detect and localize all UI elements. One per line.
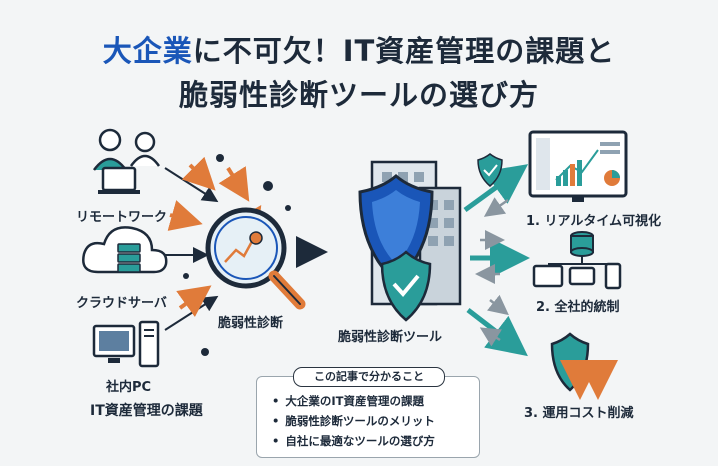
title-rest: に不可欠！IT資産管理の課題と [192, 34, 616, 68]
office-pc-icon [92, 320, 160, 368]
cost-reduction-icon [550, 332, 618, 400]
benefit-arrows [463, 164, 530, 357]
office-pc-label: 社内PC [106, 380, 152, 395]
scan-label: 脆弱性診断 [218, 316, 284, 331]
summary-item: 大企業のIT資産管理の課題 [272, 393, 424, 409]
issues-label: IT資産管理の課題 [90, 403, 203, 419]
page-title-line1: 大企業に不可欠！IT資産管理の課題と [0, 28, 718, 70]
cloud-server-icon [82, 226, 168, 274]
dashboard-monitor-icon [528, 130, 628, 202]
remote-work-label: リモートワーク [76, 210, 168, 225]
remote-work-icon [92, 128, 161, 194]
shield-icon [358, 174, 434, 285]
summary-item: 自社に最適なツールの選び方 [272, 433, 435, 449]
network-devices-icon [532, 231, 622, 290]
magnifier-icon [205, 207, 306, 310]
page-title-line2: 脆弱性診断ツールの選び方 [178, 78, 539, 112]
cloud-server-label: クラウドサーバ [76, 296, 167, 311]
virus-icon [183, 154, 291, 356]
summary-heading: この記事で分かること [293, 367, 445, 387]
benefit-3-label: 3. 運用コスト削減 [524, 406, 634, 421]
title-highlight: 大企業 [102, 34, 193, 68]
benefit-2-label: 2. 全社的統制 [536, 300, 620, 315]
summary-item: 脆弱性診断ツールのメリット [272, 413, 435, 429]
benefit-1-label: 1. リアルタイム可視化 [526, 214, 662, 229]
small-shield-icon [477, 153, 503, 187]
check-shield-icon [380, 250, 432, 322]
tool-label: 脆弱性診断ツール [338, 330, 443, 345]
